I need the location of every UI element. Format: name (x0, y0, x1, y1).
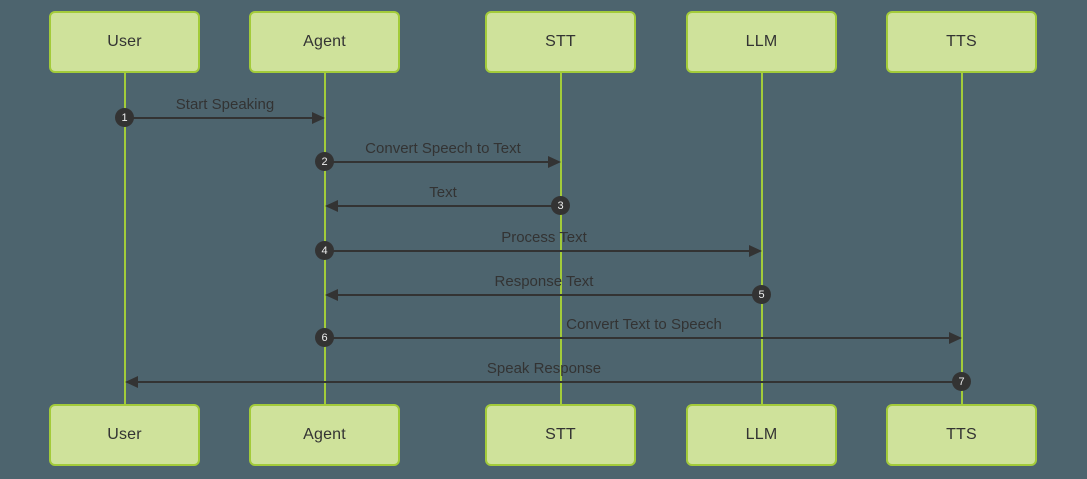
actor-top-agent: Agent (249, 11, 400, 73)
actor-label-tts: TTS (946, 33, 977, 50)
sequence-number-5: 5 (752, 285, 771, 304)
sequence-number-7: 7 (952, 372, 971, 391)
actor-bottom-user: User (49, 404, 200, 466)
actor-label-agent: Agent (303, 426, 346, 443)
arrowhead-1 (312, 112, 325, 124)
actor-label-user: User (107, 33, 142, 50)
sequence-number-1: 1 (115, 108, 134, 127)
arrowhead-3 (325, 200, 338, 212)
actor-bottom-llm: LLM (686, 404, 837, 466)
message-line-1 (125, 117, 321, 119)
actor-bottom-stt: STT (485, 404, 636, 466)
lifeline-llm (761, 71, 763, 406)
message-label-6: Convert Text to Speech (566, 316, 722, 333)
message-label-4: Process Text (501, 229, 587, 246)
actor-label-stt: STT (545, 33, 576, 50)
message-label-2: Convert Speech to Text (365, 140, 521, 157)
arrowhead-5 (325, 289, 338, 301)
actor-label-llm: LLM (745, 33, 778, 50)
actor-bottom-agent: Agent (249, 404, 400, 466)
arrowhead-2 (548, 156, 561, 168)
lifeline-agent (324, 71, 326, 406)
message-line-7 (129, 381, 962, 383)
message-label-1: Start Speaking (175, 96, 275, 113)
actor-bottom-tts: TTS (886, 404, 1037, 466)
message-label-3: Text (429, 184, 457, 201)
actor-label-agent: Agent (303, 33, 346, 50)
actor-label-user: User (107, 426, 142, 443)
actor-top-user: User (49, 11, 200, 73)
message-label-7: Speak Response (486, 360, 602, 377)
lifeline-stt (560, 71, 562, 406)
sequence-number-6: 6 (315, 328, 334, 347)
message-line-6 (325, 337, 958, 339)
arrowhead-7 (125, 376, 138, 388)
lifeline-user (124, 71, 126, 406)
sequence-number-3: 3 (551, 196, 570, 215)
sequence-number-4: 4 (315, 241, 334, 260)
actor-top-stt: STT (485, 11, 636, 73)
message-line-3 (329, 205, 561, 207)
arrowhead-4 (749, 245, 762, 257)
message-line-5 (329, 294, 762, 296)
message-line-4 (325, 250, 758, 252)
actor-label-stt: STT (545, 426, 576, 443)
message-label-5: Response Text (494, 273, 594, 290)
sequence-number-2: 2 (315, 152, 334, 171)
actor-top-llm: LLM (686, 11, 837, 73)
actor-label-tts: TTS (946, 426, 977, 443)
lifeline-tts (961, 71, 963, 406)
arrowhead-6 (949, 332, 962, 344)
actor-label-llm: LLM (745, 426, 778, 443)
message-line-2 (325, 161, 557, 163)
actor-top-tts: TTS (886, 11, 1037, 73)
